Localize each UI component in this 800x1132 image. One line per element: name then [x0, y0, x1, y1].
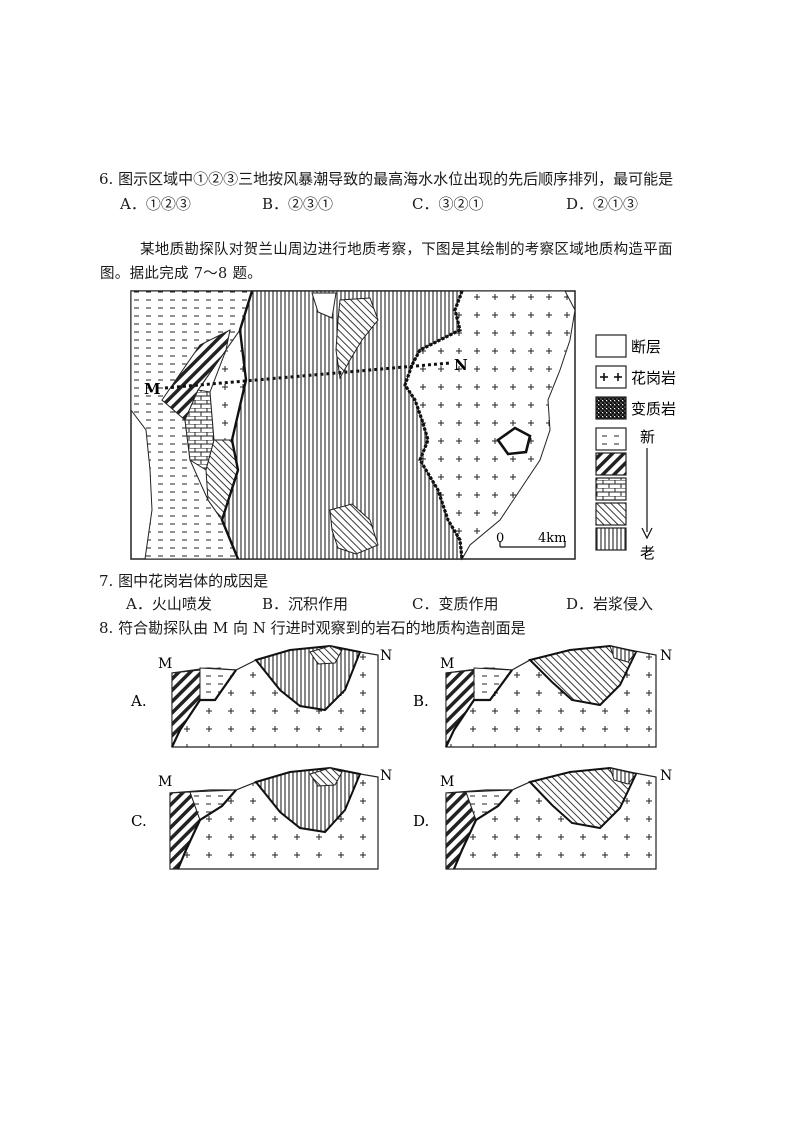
section-d-option: D. — [413, 812, 429, 830]
section-b-n: N — [660, 648, 672, 664]
legend-stratum-2 — [595, 452, 627, 476]
q6-text: 图示区域中①②③三地按风暴潮导致的最高海水水位出现的先后顺序排列，最可能是 — [118, 170, 674, 188]
scale-value: 4km — [538, 531, 566, 546]
map-lens-upper — [335, 297, 379, 380]
section-c-option: C. — [131, 812, 147, 830]
q7-option-b: B．沉积作用 — [262, 595, 349, 613]
legend-old-label: 老 — [640, 544, 655, 562]
q7-text: 图中花岗岩体的成因是 — [118, 572, 269, 590]
legend-stratum-5 — [595, 527, 627, 551]
legend-stratum-1 — [595, 427, 627, 451]
intro-line-2: 图。据此完成 7～8 题。 — [100, 266, 263, 282]
map-legend: 断层 花岗岩 变质岩 新 老 — [595, 334, 676, 562]
legend-fault-swatch — [595, 334, 627, 358]
q8-number: 8. — [99, 619, 114, 637]
section-a: A. M N — [130, 644, 392, 748]
legend-stratum-3 — [595, 477, 627, 501]
section-a-n: N — [380, 648, 392, 664]
q6-stem: 6. 图示区域中①②③三地按风暴潮导致的最高海水水位出现的先后顺序排列，最可能是 — [99, 168, 673, 189]
map-lens-top — [311, 292, 337, 319]
q6-option-c: C．③②① — [412, 195, 484, 213]
intro-line-1: 某地质勘探队对贺兰山周边进行地质考察，下图是其绘制的考察区域地质构造平面 — [140, 242, 673, 258]
section-a-option: A. — [130, 692, 147, 710]
q8-text: 符合勘探队由 M 向 N 行进时观察到的岩石的地质构造剖面是 — [118, 619, 526, 637]
legend-new-label: 新 — [640, 428, 655, 446]
map-metamorphic-contact — [403, 290, 464, 560]
q8-stem: 8. 符合勘探队由 M 向 N 行进时观察到的岩石的地质构造剖面是 — [99, 617, 526, 638]
q7-option-a: A．火山喷发 — [126, 595, 212, 613]
section-b-option: B. — [413, 692, 429, 710]
q6-option-b: B．②③① — [262, 195, 334, 213]
section-b-m: M — [440, 656, 454, 672]
map-point-m: M — [144, 380, 161, 398]
map-fault-line — [220, 290, 254, 560]
q7-stem: 7. 图中花岗岩体的成因是 — [99, 570, 268, 591]
geologic-map: M N 0 4km 断层 花岗岩 变质岩 新 老 — [130, 290, 676, 562]
section-d: D. M N — [413, 766, 672, 870]
section-c: C. M N — [131, 766, 392, 870]
legend-granite-swatch — [595, 365, 627, 389]
q6-number: 6. — [99, 170, 114, 188]
section-d-m: M — [440, 774, 454, 790]
cross-section-options: A. M N B. M N C. M N D. M N — [130, 644, 672, 870]
legend-metamorphic-swatch — [595, 396, 627, 420]
q6-option-d: D．②①③ — [566, 195, 639, 213]
map-point-n: N — [454, 356, 468, 374]
section-a-m: M — [158, 656, 172, 672]
section-b: B. M N — [413, 644, 672, 748]
legend-stratum-4 — [595, 502, 627, 526]
section-c-m: M — [158, 774, 172, 790]
map-granite-inlier — [496, 426, 532, 456]
q7-option-d: D．岩浆侵入 — [566, 595, 654, 613]
q7-option-c: C．变质作用 — [412, 595, 499, 613]
legend-metamorphic-label: 变质岩 — [631, 400, 676, 418]
map-lens-lower — [329, 503, 379, 555]
q6-option-a: A．①②③ — [120, 195, 191, 213]
section-d-n: N — [660, 768, 672, 784]
legend-fault-label: 断层 — [631, 338, 661, 356]
scale-zero: 0 — [496, 531, 504, 546]
legend-granite-label: 花岗岩 — [631, 369, 676, 387]
q7-number: 7. — [99, 572, 114, 590]
section-c-n: N — [380, 768, 392, 784]
